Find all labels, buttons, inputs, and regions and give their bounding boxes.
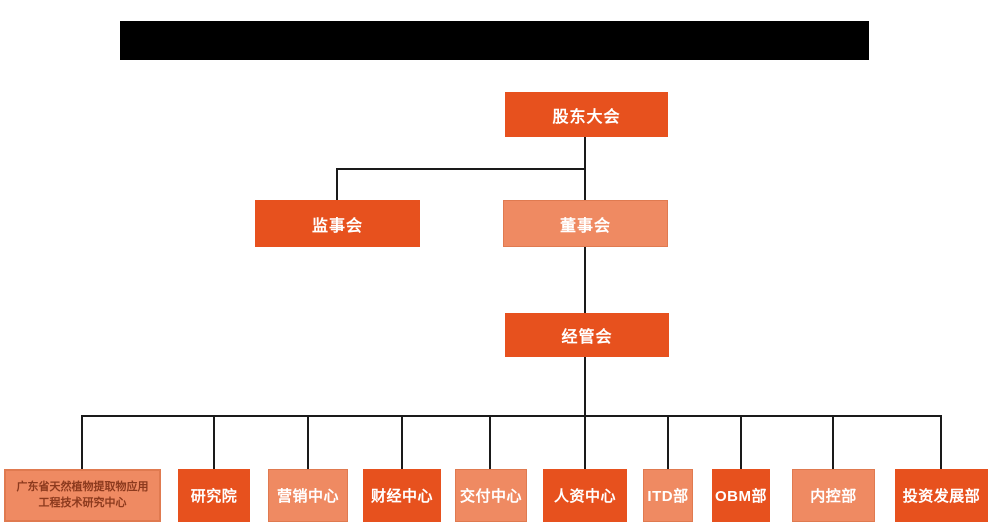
connector-drop-itd-dept xyxy=(667,415,669,469)
connector-board-to-management xyxy=(584,247,586,313)
connector-management-to-bus xyxy=(584,357,586,417)
connector-drop-hr-center xyxy=(584,415,586,469)
connector-to-supervisory-board xyxy=(336,168,338,201)
connector-drop-delivery-center xyxy=(489,415,491,469)
connector-drop-research-center xyxy=(81,415,83,469)
connector-drop-investment-dev-dept xyxy=(940,415,942,469)
org-node-obm-dept: OBM部 xyxy=(712,469,770,522)
org-node-supervisory-board: 监事会 xyxy=(255,200,420,247)
connector-drop-obm-dept xyxy=(740,415,742,469)
connector-drop-finance-center xyxy=(401,415,403,469)
org-node-hr-center: 人资中心 xyxy=(543,469,627,522)
org-node-shareholders-meeting: 股东大会 xyxy=(505,92,668,137)
org-node-management-committee: 经管会 xyxy=(505,313,669,357)
connector-drop-research-institute xyxy=(213,415,215,469)
org-node-plant-extract-research-center: 广东省天然植物提取物应用工程技术研究中心 xyxy=(4,469,161,522)
org-node-internal-control-dept: 内控部 xyxy=(792,469,875,522)
org-node-marketing-center: 营销中心 xyxy=(268,469,348,522)
connector-drop-internal-control-dept xyxy=(832,415,834,469)
connector-level2-horizontal xyxy=(336,168,586,170)
org-node-delivery-center: 交付中心 xyxy=(455,469,527,522)
connector-drop-marketing-center xyxy=(307,415,309,469)
connector-departments-horizontal xyxy=(81,415,942,417)
title-redaction-bar xyxy=(120,21,869,60)
org-node-research-institute: 研究院 xyxy=(178,469,250,522)
org-node-itd-dept: ITD部 xyxy=(643,469,693,522)
org-node-investment-development-dept: 投资发展部 xyxy=(895,469,988,522)
org-node-finance-center: 财经中心 xyxy=(363,469,441,522)
org-node-board-of-directors: 董事会 xyxy=(503,200,668,247)
